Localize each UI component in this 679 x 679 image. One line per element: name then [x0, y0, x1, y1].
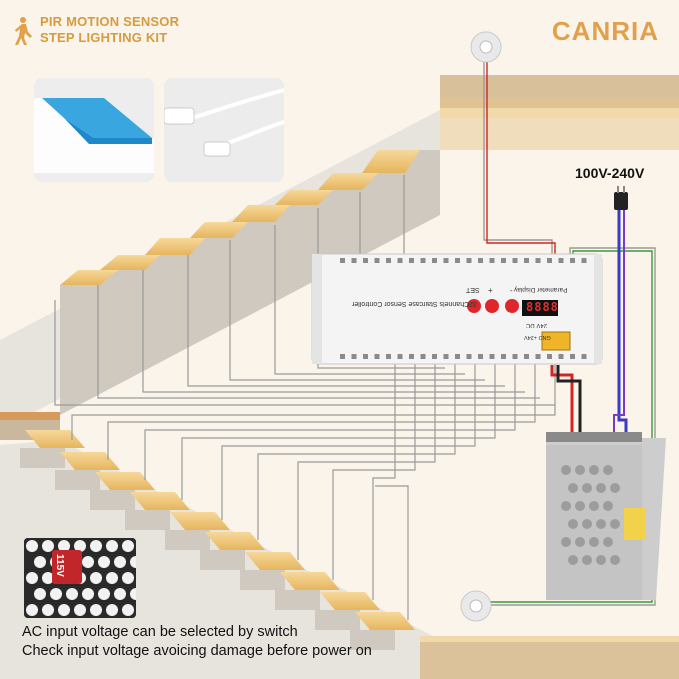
plus-label: + [488, 286, 493, 295]
person-motion-icon [15, 17, 32, 45]
controller [311, 253, 603, 365]
caption-line-2: Check input voltage avoicing damage befo… [22, 643, 372, 659]
dc-sub-label: GND +24V [524, 334, 551, 340]
display [522, 300, 558, 316]
minus-label: - [510, 286, 513, 295]
voltage-switch-inset: 115V [24, 538, 136, 618]
minus-button [505, 299, 519, 313]
mains-wires [550, 205, 628, 438]
brand-logo: CANRIA [551, 16, 659, 46]
upper-wires [54, 175, 555, 406]
connector-thumbnail [164, 78, 284, 182]
lower-floor [420, 640, 679, 679]
title-line-1: PIR MOTION SENSOR [40, 14, 180, 29]
display-value: 8888 [526, 300, 559, 314]
voltage-label: 100V-240V [575, 165, 645, 181]
dc-label: 24V DC [526, 322, 548, 328]
plus-button [485, 299, 499, 313]
upper-staircase [0, 110, 440, 430]
set-button [467, 299, 481, 313]
controller-label: 32Channels Staircase Sensor Controller [352, 300, 477, 307]
connector-cable-icon [164, 78, 284, 182]
lower-staircase [0, 430, 440, 679]
display-label: Parameter Display [514, 286, 568, 293]
inset-voltage-text: 115V [54, 554, 65, 577]
power-plug-icon [614, 186, 628, 210]
set-label: SET [466, 286, 480, 293]
sensor-wires [483, 55, 656, 606]
double-sided-tape-icon [34, 78, 154, 182]
pir-sensor-bottom [460, 590, 492, 622]
caption-line-1: AC input voltage can be selected by swit… [22, 624, 298, 640]
tape-thumbnail [34, 78, 154, 182]
product-title: PIR MOTION SENSOR STEP LIGHTING KIT [12, 14, 179, 46]
lower-wires [71, 360, 556, 620]
power-supply-icon [546, 432, 666, 600]
dc-terminal [541, 331, 571, 351]
pir-sensor-top [470, 31, 502, 63]
title-line-2: STEP LIGHTING KIT [40, 30, 168, 45]
honeycomb-grille [24, 538, 136, 618]
